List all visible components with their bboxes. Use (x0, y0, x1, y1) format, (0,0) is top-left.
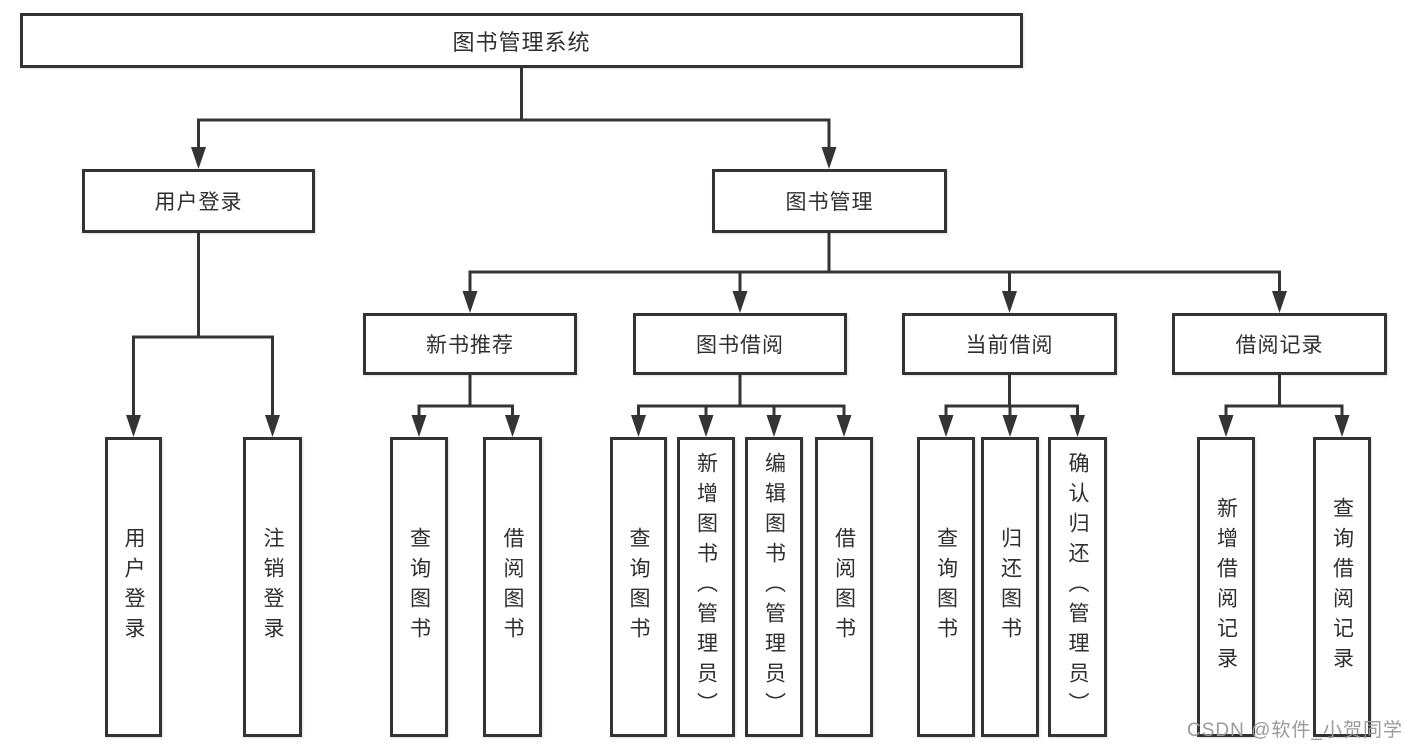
leaf-add-books-admin: 新增图书（管理员） (677, 437, 735, 737)
csdn-watermark: CSDN @软件_小贺同学 (1187, 720, 1403, 741)
leaf-borrow-books-recommend: 借阅图书 (483, 437, 542, 737)
leaf-label: 注销登录 (261, 527, 284, 647)
leaf-label: 新增借阅记录 (1214, 497, 1238, 677)
leaf-label: 确认归还（管理员） (1066, 452, 1089, 722)
leaf-label: 编辑图书（管理员） (762, 452, 786, 722)
leaf-edit-books-admin: 编辑图书（管理员） (745, 437, 803, 737)
leaf-label: 查询图书 (934, 527, 958, 647)
leaf-user-login: 用户登录 (105, 437, 162, 737)
leaf-query-books-recommend: 查询图书 (390, 437, 448, 737)
leaf-label: 归还图书 (998, 527, 1022, 647)
leaf-add-borrow-record: 新增借阅记录 (1197, 437, 1255, 737)
leaf-label: 查询借阅记录 (1330, 497, 1354, 677)
node-current-borrow: 当前借阅 (902, 313, 1117, 375)
leaf-label: 查询图书 (627, 527, 650, 647)
leaf-logout: 注销登录 (243, 437, 302, 737)
leaf-query-books-current: 查询图书 (917, 437, 975, 737)
leaf-confirm-return-admin: 确认归还（管理员） (1048, 437, 1107, 737)
leaf-query-borrow-record: 查询借阅记录 (1313, 437, 1371, 737)
leaf-label: 借阅图书 (501, 527, 524, 647)
leaf-label: 新增图书（管理员） (694, 452, 718, 722)
leaf-return-books: 归还图书 (981, 437, 1039, 737)
leaf-borrow-books: 借阅图书 (815, 437, 873, 737)
leaf-label: 查询图书 (407, 527, 431, 647)
leaf-label: 用户登录 (122, 527, 145, 647)
node-book-management: 图书管理 (712, 169, 947, 233)
leaf-query-books-borrow: 查询图书 (610, 437, 667, 737)
node-library-management-system: 图书管理系统 (20, 13, 1023, 68)
node-user-login-branch: 用户登录 (82, 169, 315, 233)
node-book-borrow: 图书借阅 (633, 313, 847, 375)
node-new-book-recommend: 新书推荐 (363, 313, 577, 375)
node-borrow-records: 借阅记录 (1172, 313, 1387, 375)
leaf-label: 借阅图书 (832, 527, 856, 647)
